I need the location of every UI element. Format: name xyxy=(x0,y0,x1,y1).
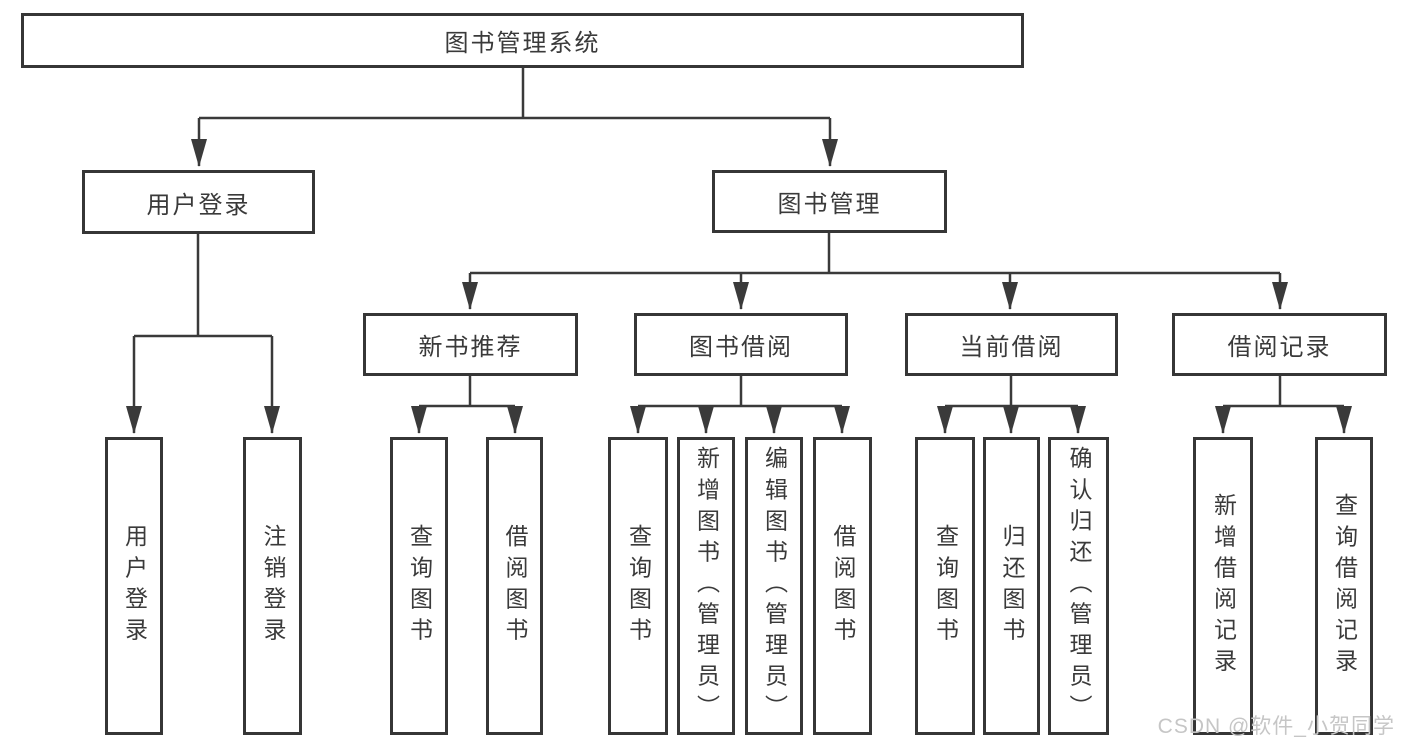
leaf-query-books-borrowing: 查询图书 xyxy=(608,437,668,735)
leaf-label: 查询借阅记录 xyxy=(1331,492,1358,680)
leaf-query-books-recommend: 查询图书 xyxy=(390,437,448,735)
leaf-borrow-books-recommend: 借阅图书 xyxy=(486,437,543,735)
node-new-book-recommend: 新书推荐 xyxy=(363,313,578,376)
leaf-return-books: 归还图书 xyxy=(983,437,1040,735)
connector-book-management-trunk xyxy=(470,233,1280,275)
leaf-label: 注销登录 xyxy=(260,523,286,649)
leaf-label: 用户登录 xyxy=(121,523,148,649)
leaf-add-borrow-record: 新增借阅记录 xyxy=(1193,437,1253,735)
leaf-logout: 注销登录 xyxy=(243,437,302,735)
node-borrowing-records: 借阅记录 xyxy=(1172,313,1387,376)
leaf-add-books-admin: 新增图书（管理员） xyxy=(677,437,735,735)
leaf-label: 新增图书（管理员） xyxy=(693,446,720,726)
leaf-label: 查询图书 xyxy=(406,523,433,649)
connector-borrowing-records-trunk xyxy=(1223,376,1344,408)
connector-user-login-trunk xyxy=(134,234,272,338)
leaf-label: 编辑图书（管理员） xyxy=(761,446,788,726)
leaf-label: 确认归还（管理员） xyxy=(1066,446,1092,726)
leaf-confirm-return-admin: 确认归还（管理员） xyxy=(1048,437,1109,735)
node-root-system: 图书管理系统 xyxy=(21,13,1024,68)
leaf-borrow-books: 借阅图书 xyxy=(813,437,872,735)
connector-book-borrowing-trunk xyxy=(638,376,842,408)
leaf-edit-books-admin: 编辑图书（管理员） xyxy=(745,437,803,735)
node-book-borrowing: 图书借阅 xyxy=(634,313,848,376)
node-current-borrowing: 当前借阅 xyxy=(905,313,1118,376)
leaf-label: 查询图书 xyxy=(932,523,959,649)
leaf-label: 借阅图书 xyxy=(502,523,528,649)
leaf-user-login: 用户登录 xyxy=(105,437,163,735)
leaf-label: 归还图书 xyxy=(999,523,1025,649)
node-user-login: 用户登录 xyxy=(82,170,315,234)
node-book-management: 图书管理 xyxy=(712,170,947,233)
connector-root-trunk xyxy=(199,67,830,120)
leaf-query-borrow-record: 查询借阅记录 xyxy=(1315,437,1373,735)
connector-current-borrowing-trunk xyxy=(945,376,1078,408)
csdn-watermark: CSDN @软件_小贺同学 xyxy=(1157,715,1395,738)
connector-new-book-trunk xyxy=(419,376,515,408)
leaf-label: 借阅图书 xyxy=(830,523,856,649)
leaf-label: 查询图书 xyxy=(625,523,652,649)
leaf-query-books-current: 查询图书 xyxy=(915,437,975,735)
leaf-label: 新增借阅记录 xyxy=(1210,492,1237,680)
